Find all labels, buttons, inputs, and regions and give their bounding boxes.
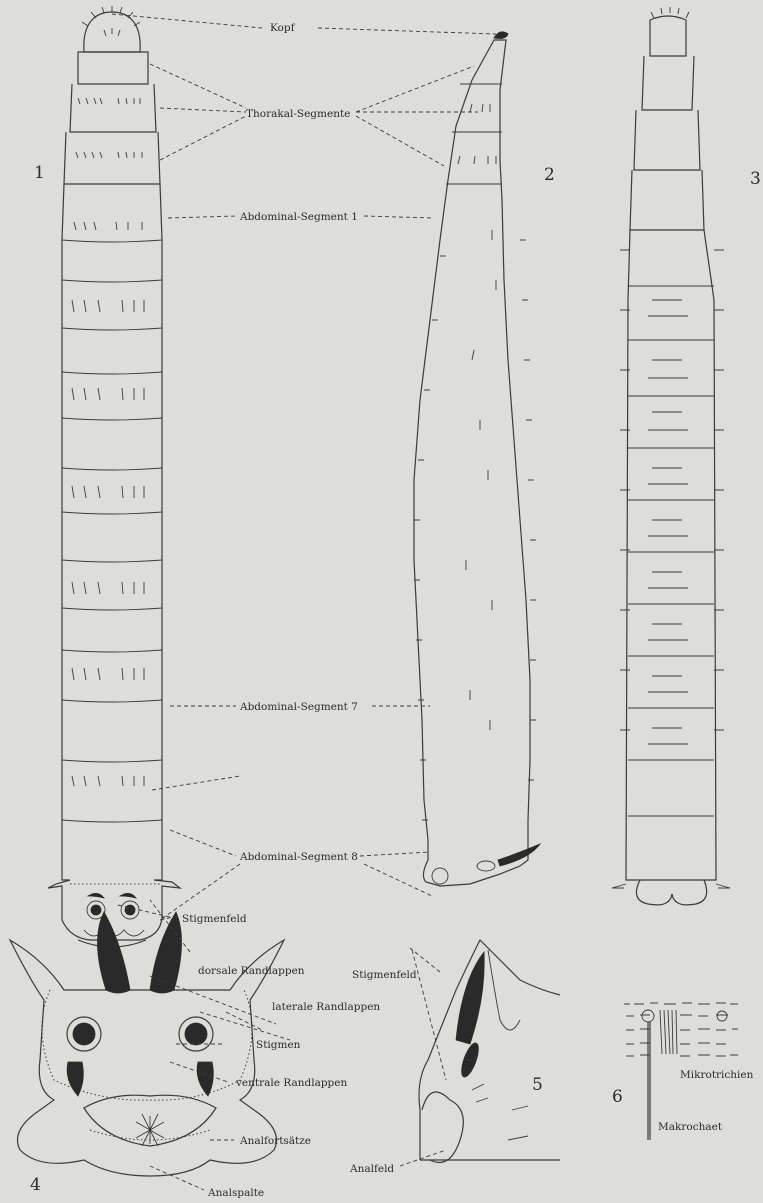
fig4-dorsal-lobe-right <box>150 912 182 993</box>
fig1-setae-rows <box>72 98 144 786</box>
label-thorakal-segmente: Thorakal-Segmente <box>246 108 350 120</box>
figure-2-larva-lateral <box>414 32 540 886</box>
label-stigmenfeld-fig5: Stigmenfeld <box>352 969 417 981</box>
fig5-anal-lobes <box>422 1092 463 1163</box>
label-stigmen: Stigmen <box>256 1039 301 1051</box>
label-abdominal-segment-8: Abdominal-Segment 8 <box>239 851 358 863</box>
fig3-segment-lines <box>628 286 714 816</box>
fig1-thorax-3 <box>64 132 160 184</box>
fig3-thorax <box>630 56 704 230</box>
figure-1-larva-dorsal <box>48 6 180 947</box>
fig4-dorsal-lobe-left <box>97 912 130 993</box>
fig2-anal-lobe <box>432 868 448 884</box>
fig1-thorax-2 <box>70 84 156 132</box>
figure-3-larva-ventral <box>612 7 730 905</box>
fig5-outline <box>419 940 560 1160</box>
fig4-ventral-lobe-left <box>67 1062 83 1096</box>
label-laterale-randlappen: laterale Randlappen <box>272 1001 380 1013</box>
fig1-segment-lines <box>62 240 162 822</box>
figure-number-3: 3 <box>750 169 761 189</box>
label-analfeld: Analfeld <box>349 1163 394 1175</box>
fig2-head-tip <box>494 32 508 39</box>
leader-lines <box>112 14 496 1190</box>
fig3-body-outline <box>626 230 716 880</box>
fig1-abdomen-outline <box>62 184 162 880</box>
label-dorsale-randlappen: dorsale Randlappen <box>198 965 305 977</box>
fig2-stigma <box>477 861 495 871</box>
fig1-terminal-segment <box>48 880 180 940</box>
label-mikrotrichien: Mikrotrichien <box>680 1069 754 1081</box>
fig3-ventral-setae <box>620 250 724 744</box>
fig6-socket-right <box>717 1011 727 1021</box>
label-abdominal-segment-7: Abdominal-Segment 7 <box>239 701 358 713</box>
label-abdominal-segment-1: Abdominal-Segment 1 <box>239 211 358 223</box>
figure-number-6: 6 <box>612 1087 623 1107</box>
label-stigmenfeld-fig1: Stigmenfeld <box>182 913 247 925</box>
fig2-anal-hook <box>498 844 540 866</box>
figure-number-5: 5 <box>532 1075 543 1095</box>
fig6-makrochaet <box>648 1022 650 1140</box>
label-ventrale-randlappen: ventrale Randlappen <box>235 1077 347 1089</box>
fig2-body-outline <box>414 40 530 886</box>
figure-5-lateral-detail <box>419 940 560 1163</box>
label-kopf: Kopf <box>270 22 296 34</box>
fig1-thorax-1 <box>78 52 148 84</box>
figure-number-4: 4 <box>30 1175 41 1195</box>
figure-number-1: 1 <box>34 163 45 183</box>
label-analspalte: Analspalte <box>207 1187 264 1199</box>
fig3-head <box>650 16 686 56</box>
fig5-hook <box>456 952 484 1044</box>
fig4-analspalte <box>136 1114 164 1146</box>
fig3-anal-lobes <box>636 880 706 905</box>
fig2-lateral-setae <box>414 104 536 820</box>
fig4-ventral-lobe-right <box>197 1062 213 1096</box>
label-analfortsaetze: Analfortsätze <box>239 1135 311 1147</box>
fig6-socket-left <box>642 1010 654 1022</box>
figure-number-2: 2 <box>544 165 555 185</box>
label-makrochaet: Makrochaet <box>658 1121 723 1133</box>
fig5-stigma <box>458 1041 482 1079</box>
